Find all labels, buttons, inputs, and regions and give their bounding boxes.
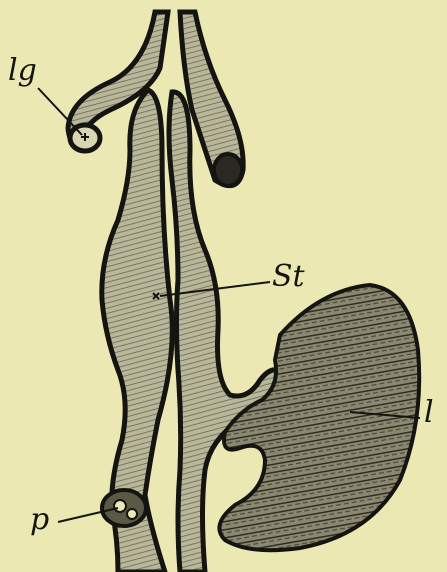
label-p: p [30, 505, 49, 535]
label-l: l [424, 398, 434, 428]
label-lg: lg [8, 56, 37, 86]
liver-mass [219, 285, 419, 550]
lung-bud-right [214, 154, 242, 186]
pancreas-bud-dot-2 [127, 509, 137, 519]
pancreas-bud-dot [114, 500, 126, 512]
label-st: St [272, 262, 305, 292]
